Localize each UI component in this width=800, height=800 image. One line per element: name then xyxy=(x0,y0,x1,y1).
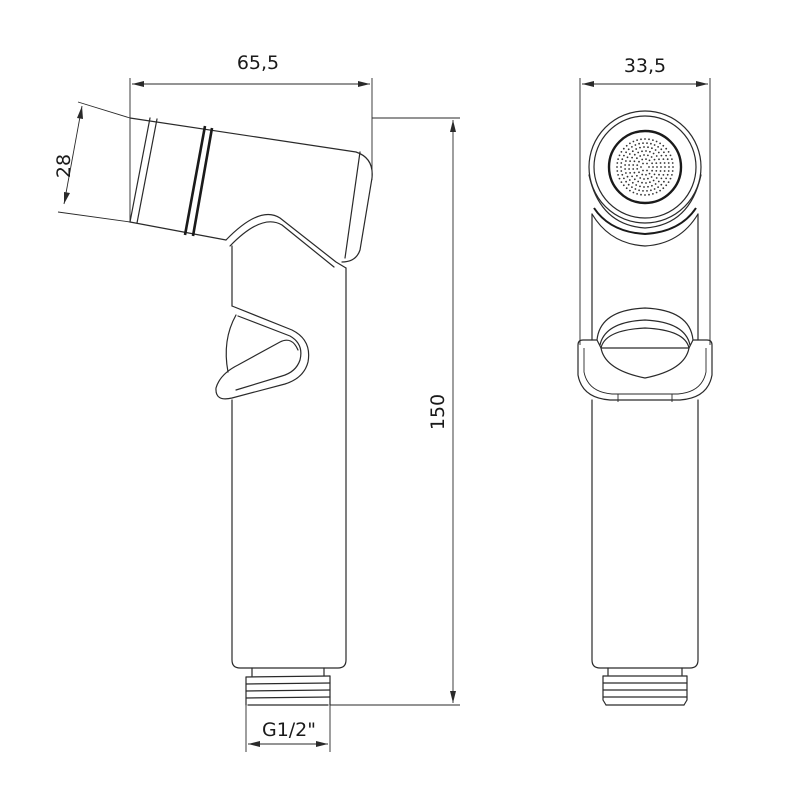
front-view: 33,5 xyxy=(577,55,713,706)
thread-side xyxy=(245,675,331,706)
spray-nozzle-holes xyxy=(616,138,674,196)
side-view: 65,5 28 150 G1/2" xyxy=(53,52,460,752)
dim-thread: G1/2" xyxy=(262,719,316,741)
dim-side-width: 65,5 xyxy=(237,52,279,74)
dim-total-height: 150 xyxy=(427,394,449,430)
dim-front-width: 33,5 xyxy=(624,55,666,77)
dim-head-height: 28 xyxy=(53,154,75,178)
